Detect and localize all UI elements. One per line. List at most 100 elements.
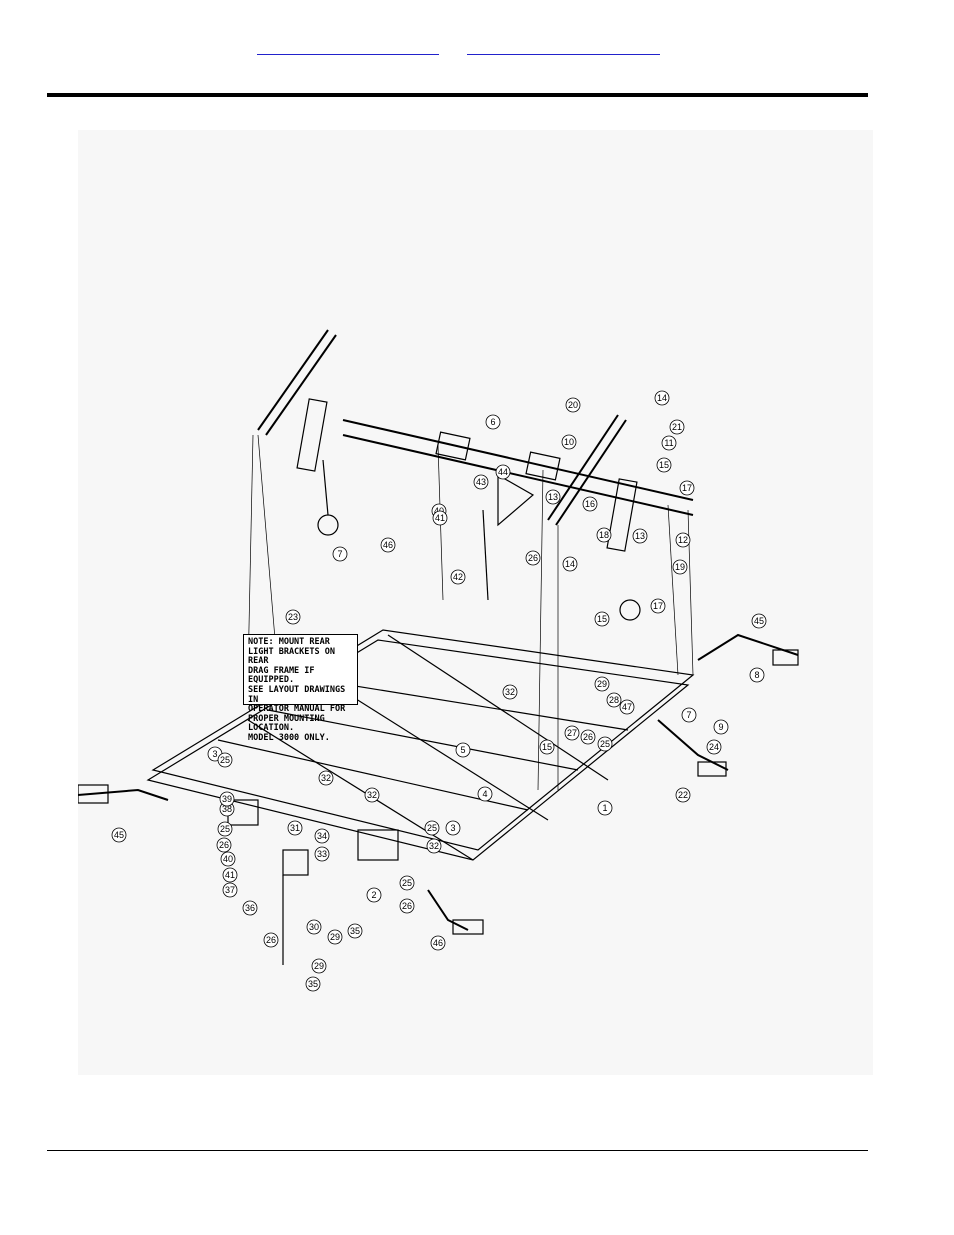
header-link-right[interactable] (467, 42, 660, 55)
callout-label: 20 (568, 400, 578, 410)
callout-27: 27 (564, 725, 580, 741)
callout-label: 29 (597, 679, 607, 689)
callout-circle (749, 667, 765, 683)
callout-circle (399, 898, 415, 914)
callout-circle (594, 676, 610, 692)
callout-15: 15 (539, 739, 555, 755)
callout-label: 26 (528, 553, 538, 563)
callout-6: 6 (485, 414, 501, 430)
callout-28: 28 (606, 692, 622, 708)
callout-label: 25 (220, 755, 230, 765)
callout-26: 26 (216, 837, 232, 853)
callout-circle (219, 791, 235, 807)
callout-circle (656, 457, 672, 473)
callout-label: 22 (678, 790, 688, 800)
callout-label: 11 (664, 438, 673, 448)
callout-25: 25 (424, 820, 440, 836)
callout-label: 17 (682, 483, 692, 493)
callout-label: 3 (450, 823, 455, 833)
callout-45: 45 (751, 613, 767, 629)
callout-label: 35 (308, 979, 318, 989)
callout-label: 30 (309, 922, 319, 932)
mounting-note: NOTE: MOUNT REAR LIGHT BRACKETS ON REAR … (243, 634, 358, 743)
callout-label: 32 (321, 773, 331, 783)
callout-label: 1 (602, 803, 607, 813)
callout-circle (561, 434, 577, 450)
callout-label: 45 (754, 616, 764, 626)
callout-46: 46 (380, 537, 396, 553)
callout-circle (445, 820, 461, 836)
callout-circle (220, 851, 236, 867)
callout-label: 47 (622, 702, 632, 712)
callout-circle (661, 435, 677, 451)
callout-label: 14 (565, 559, 575, 569)
callout-circle (539, 739, 555, 755)
callout-circle (580, 729, 596, 745)
callout-circle (485, 414, 501, 430)
callout-label: 7 (337, 549, 342, 559)
callout-circle (306, 919, 322, 935)
callout-label: 37 (225, 885, 235, 895)
callout-18: 18 (596, 527, 612, 543)
callout-30: 30 (306, 919, 322, 935)
callout-label: 41 (225, 870, 235, 880)
callout-10: 10 (561, 434, 577, 450)
callout-label: 33 (317, 849, 327, 859)
callout-43: 43 (473, 474, 489, 490)
callout-8: 8 (749, 667, 765, 683)
callout-33: 33 (314, 846, 330, 862)
callout-35: 35 (347, 923, 363, 939)
callout-circle (477, 786, 493, 802)
callout-label: 9 (718, 722, 723, 732)
callout-label: 15 (542, 742, 552, 752)
callout-circle (380, 537, 396, 553)
callout-label: 41 (435, 513, 445, 523)
callout-label: 25 (220, 824, 230, 834)
callout-25: 25 (597, 736, 613, 752)
callout-label: 26 (402, 901, 412, 911)
callout-15: 15 (594, 611, 610, 627)
callout-circle (314, 846, 330, 862)
callout-circle (525, 550, 541, 566)
callout-label: 44 (498, 467, 508, 477)
callout-19: 19 (672, 559, 688, 575)
callout-label: 29 (314, 961, 324, 971)
callout-5: 5 (455, 742, 471, 758)
callout-35: 35 (305, 976, 321, 992)
callout-46: 46 (430, 935, 446, 951)
callout-26: 26 (580, 729, 596, 745)
callout-label: 45 (114, 830, 124, 840)
callout-32: 32 (364, 787, 380, 803)
callout-label: 27 (567, 728, 577, 738)
callout-circle (582, 496, 598, 512)
callout-label: 3 (212, 749, 217, 759)
callout-label: 40 (223, 854, 233, 864)
callout-circle (432, 510, 448, 526)
callout-circle (318, 770, 334, 786)
callout-circle (706, 739, 722, 755)
callout-circle (314, 828, 330, 844)
callout-circle (562, 556, 578, 572)
callout-circle (675, 787, 691, 803)
callout-circle (399, 875, 415, 891)
callout-label: 14 (657, 393, 667, 403)
callout-circle (366, 887, 382, 903)
callout-label: 46 (433, 938, 443, 948)
callout-36: 36 (242, 900, 258, 916)
callout-circle (596, 527, 612, 543)
callout-circle (606, 692, 622, 708)
callout-40: 40 (220, 851, 236, 867)
callout-label: 7 (686, 710, 691, 720)
callout-label: 18 (599, 530, 609, 540)
callout-circle (565, 397, 581, 413)
header-rule (47, 93, 868, 97)
header-link-left[interactable] (257, 42, 439, 55)
callout-label: 35 (350, 926, 360, 936)
footer-rule (47, 1150, 868, 1151)
callout-label: 23 (288, 612, 298, 622)
callout-circle (713, 719, 729, 735)
callout-circle (216, 837, 232, 853)
callout-circle (751, 613, 767, 629)
callout-circle (305, 976, 321, 992)
callout-label: 36 (245, 903, 255, 913)
